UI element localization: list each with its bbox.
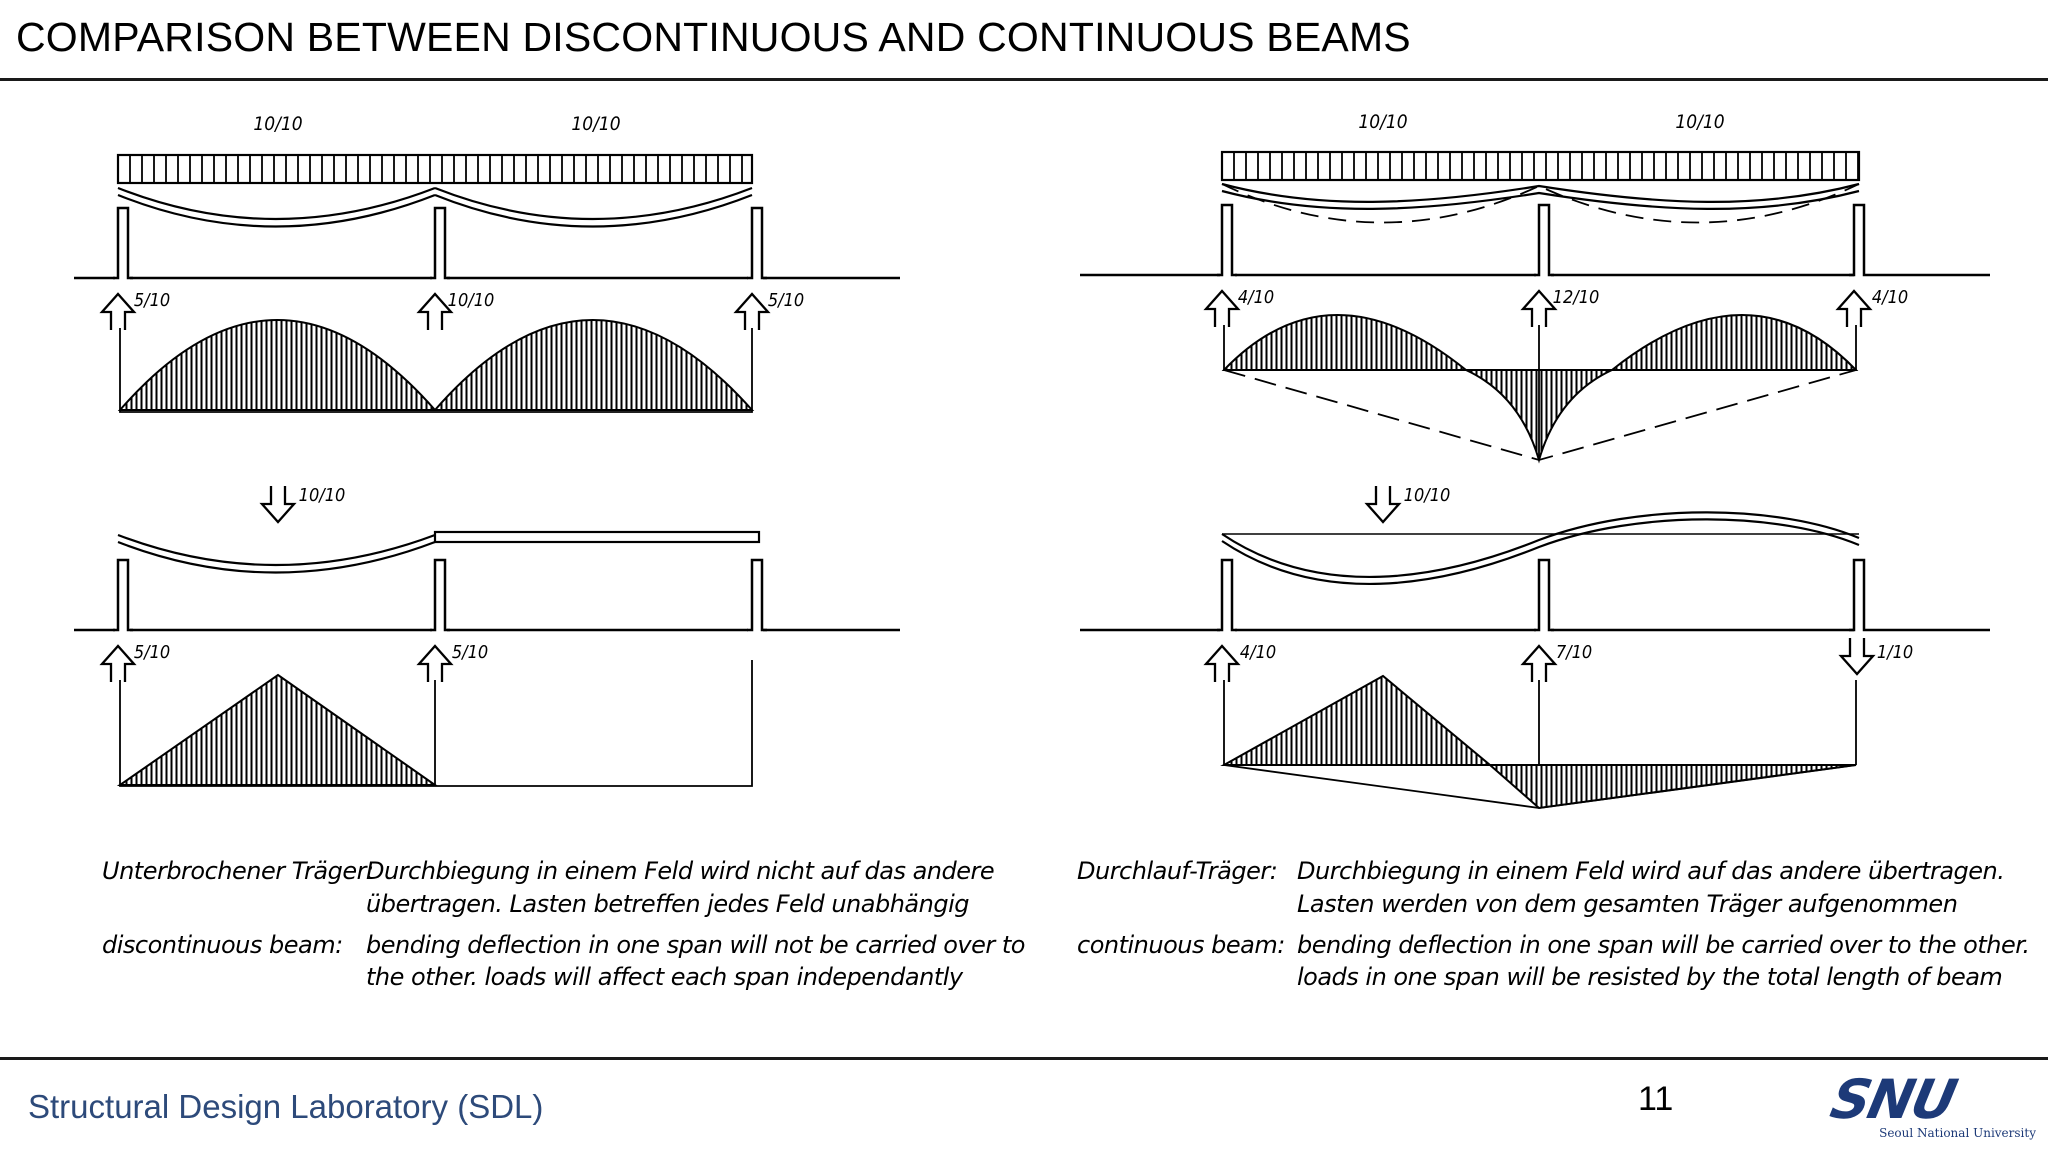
point-load-arrow [260, 484, 296, 524]
moment-diagram [116, 660, 753, 787]
caption-de-text-left-2: übertragen. Lasten betreffen jedes Feld … [366, 890, 969, 918]
university-logo: SNU Seoul National University [1825, 1068, 2038, 1142]
reaction-label: 4/10 [1240, 642, 1276, 663]
reaction-arrow [100, 644, 136, 684]
distributed-load-block [1220, 150, 1861, 182]
reaction-label: 12/10 [1553, 287, 1600, 308]
reaction-label: 7/10 [1556, 642, 1592, 663]
reaction-label: 4/10 [1238, 287, 1274, 308]
reaction-label: 10/10 [448, 290, 495, 311]
support-post [1532, 203, 1556, 277]
load-label-span-1: 10/10 [253, 113, 302, 135]
deflected-beam [1221, 511, 1860, 586]
caption-de-label-left: Unterbrochener Träger: [102, 857, 374, 885]
reaction-label: 1/10 [1877, 642, 1913, 663]
support-post [745, 206, 769, 280]
caption-en-text-left-1: bending deflection in one span will not … [366, 931, 1025, 959]
reaction-arrow [1204, 644, 1240, 684]
page-title: COMPARISON BETWEEN DISCONTINUOUS AND CON… [16, 14, 1411, 60]
support-post [111, 206, 135, 280]
deflected-beam [117, 186, 753, 228]
reaction-arrow [1521, 289, 1557, 329]
reaction-arrow [1521, 644, 1557, 684]
distributed-load-block [116, 153, 754, 185]
support-post [1215, 558, 1239, 632]
support-post [428, 206, 452, 280]
point-load-arrow [1365, 484, 1401, 524]
reaction-arrow [100, 292, 136, 332]
deflected-beam [117, 530, 761, 574]
caption-de-label-right: Durchlauf-Träger: [1077, 857, 1278, 885]
reaction-arrow [417, 292, 453, 332]
caption-de-text-left-1: Durchbiegung in einem Feld wird nicht au… [366, 857, 995, 885]
right-top-diagram: 10/10 10/10 4/10 12/10 4/10 [1080, 111, 1990, 464]
load-label-span-1: 10/10 [1358, 111, 1407, 133]
caption-en-label-left: discontinuous beam: [102, 931, 343, 959]
svg-text:10/10: 10/10 [571, 113, 620, 135]
support-post [1532, 558, 1556, 632]
point-load-label: 10/10 [1404, 485, 1451, 506]
reaction-label: 4/10 [1872, 287, 1908, 308]
left-top-diagram: 10/10 10/10 5/10 10/10 5/10 [74, 113, 900, 413]
page-number: 11 [1638, 1080, 1674, 1118]
load-label-span-2: 10/10 [1675, 111, 1724, 133]
svg-text:10/10: 10/10 [253, 113, 302, 135]
caption-en-text-right-2: loads in one span will be resisted by th… [1297, 963, 2003, 991]
reaction-label: 5/10 [134, 290, 170, 311]
support-post [1847, 203, 1871, 277]
moment-diagram [1221, 314, 1859, 464]
reaction-arrow [734, 292, 770, 332]
caption-en-text-left-2: the other. loads will affect each span i… [366, 963, 963, 991]
support-post [1215, 203, 1239, 277]
title-divider [0, 78, 2048, 81]
reaction-label: 5/10 [768, 290, 804, 311]
deflected-beam [1221, 182, 1860, 224]
support-post [428, 558, 452, 632]
logo-mark: SNU [1825, 1068, 1961, 1131]
reaction-arrow [1204, 289, 1240, 329]
caption-de-text-right-1: Durchbiegung in einem Feld wird auf das … [1297, 857, 2005, 885]
point-load-label: 10/10 [299, 485, 346, 506]
reaction-arrow [417, 644, 453, 684]
reaction-label: 5/10 [134, 642, 170, 663]
footer-lab-name: Structural Design Laboratory (SDL) [28, 1088, 544, 1125]
support-post [111, 558, 135, 632]
caption-de-text-right-2: Lasten werden von dem gesamten Träger au… [1297, 890, 1958, 918]
moment-diagram [117, 319, 755, 413]
reaction-arrow [1836, 289, 1872, 329]
caption-en-text-right-1: bending deflection in one span will be c… [1297, 931, 2030, 959]
support-post [745, 558, 769, 632]
load-label-span-2: 10/10 [571, 113, 620, 135]
caption-en-label-right: continuous beam: [1077, 931, 1285, 959]
moment-diagram [1220, 674, 1857, 810]
left-bottom-diagram: 10/10 5/10 5/10 [74, 484, 900, 787]
footer-divider [0, 1057, 2048, 1060]
reaction-arrow-down [1839, 636, 1875, 676]
support-post [1847, 558, 1871, 632]
reaction-label: 5/10 [452, 642, 488, 663]
right-bottom-diagram: 10/10 4/10 7/10 1/10 [1080, 484, 1990, 810]
logo-university-name: Seoul National University [1879, 1126, 2036, 1140]
